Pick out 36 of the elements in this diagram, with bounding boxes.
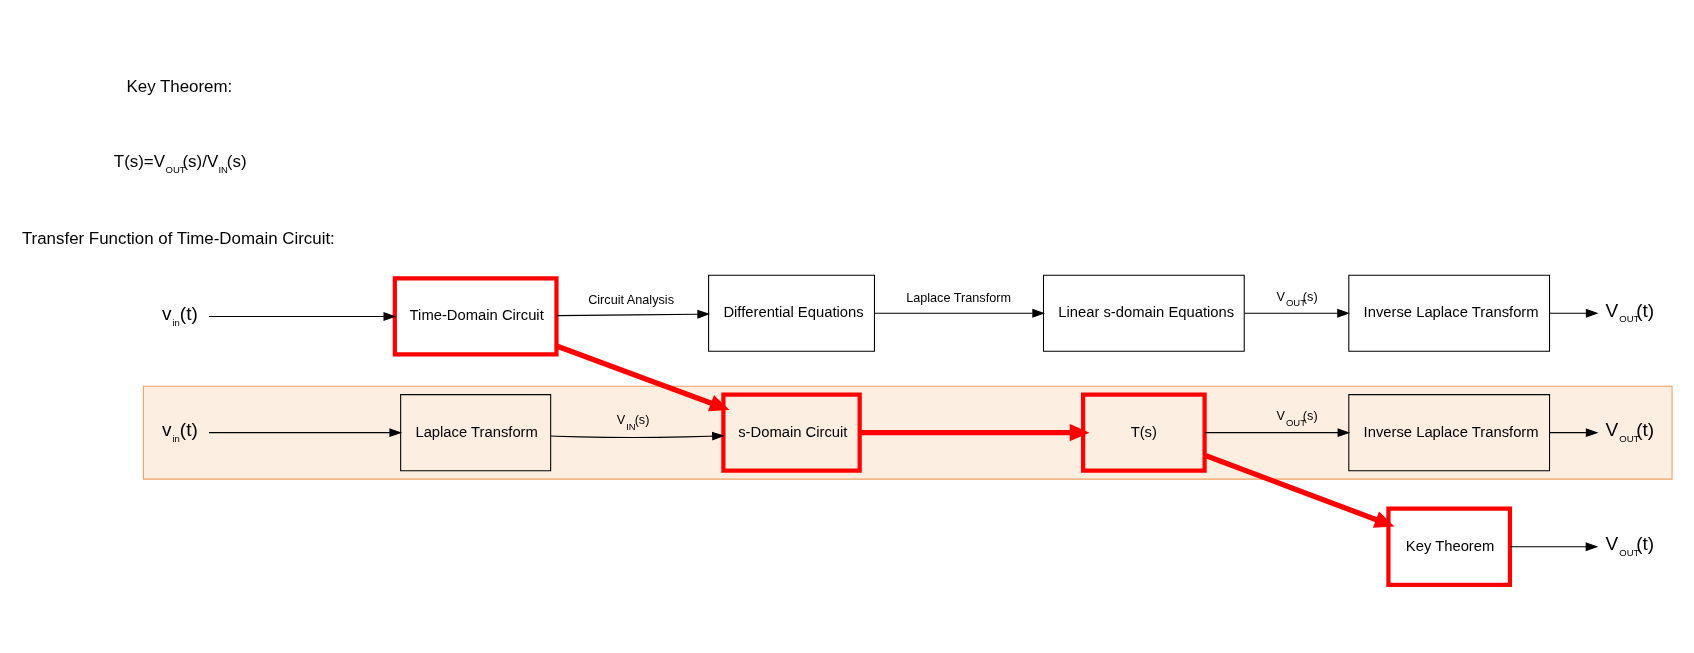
node-text: V$_{OUT}$(t) — [1605, 299, 1655, 324]
node-text: v$_{in}$(t) — [161, 418, 198, 444]
arrow — [555, 343, 730, 411]
arrow — [1549, 427, 1599, 437]
node-box: Linear s-domain Equations — [1042, 274, 1245, 352]
label: T(s)=V$_{OUT}$(s)/V$_{IN}$(s) — [113, 151, 247, 175]
edge-label: V$_{IN}$(s) — [616, 412, 650, 432]
arrow — [550, 431, 725, 441]
arrow — [874, 308, 1046, 318]
arrow — [859, 423, 1090, 441]
arrow — [1244, 308, 1350, 318]
edge-label: V$_{OUT}$(s) — [1276, 289, 1318, 308]
node-box: Inverse Laplace Transform — [1348, 274, 1551, 352]
arrow — [208, 311, 397, 321]
node-box: Differential Equations — [708, 274, 875, 352]
node-box: s-Domain Circuit — [721, 392, 862, 473]
arrow — [1549, 308, 1599, 318]
node-box: Time-Domain Circuit — [392, 275, 559, 357]
cluster — [142, 385, 1673, 480]
node-text: v$_{in}$(t) — [161, 302, 198, 328]
node-box: Key Theorem — [1386, 506, 1513, 587]
arrow — [556, 309, 711, 319]
arrow — [1204, 427, 1351, 437]
label: Transfer Function of Time-Domain Circuit: — [21, 228, 335, 248]
node-box: Laplace Transform — [400, 393, 552, 471]
node-box: Inverse Laplace Transform — [1348, 393, 1551, 471]
node-text: V$_{OUT}$(t) — [1605, 418, 1655, 444]
edge-label: V$_{OUT}$(s) — [1276, 408, 1318, 428]
arrow — [1203, 452, 1395, 528]
edge-label: Circuit Analysis — [588, 292, 674, 307]
node-box: T(s) — [1081, 392, 1207, 473]
arrow — [1509, 541, 1599, 551]
label: Key Theorem: — [126, 76, 233, 96]
node-text: V$_{OUT}$(t) — [1605, 532, 1655, 558]
arrow — [208, 427, 403, 437]
edge-label: Laplace Transform — [906, 290, 1011, 305]
